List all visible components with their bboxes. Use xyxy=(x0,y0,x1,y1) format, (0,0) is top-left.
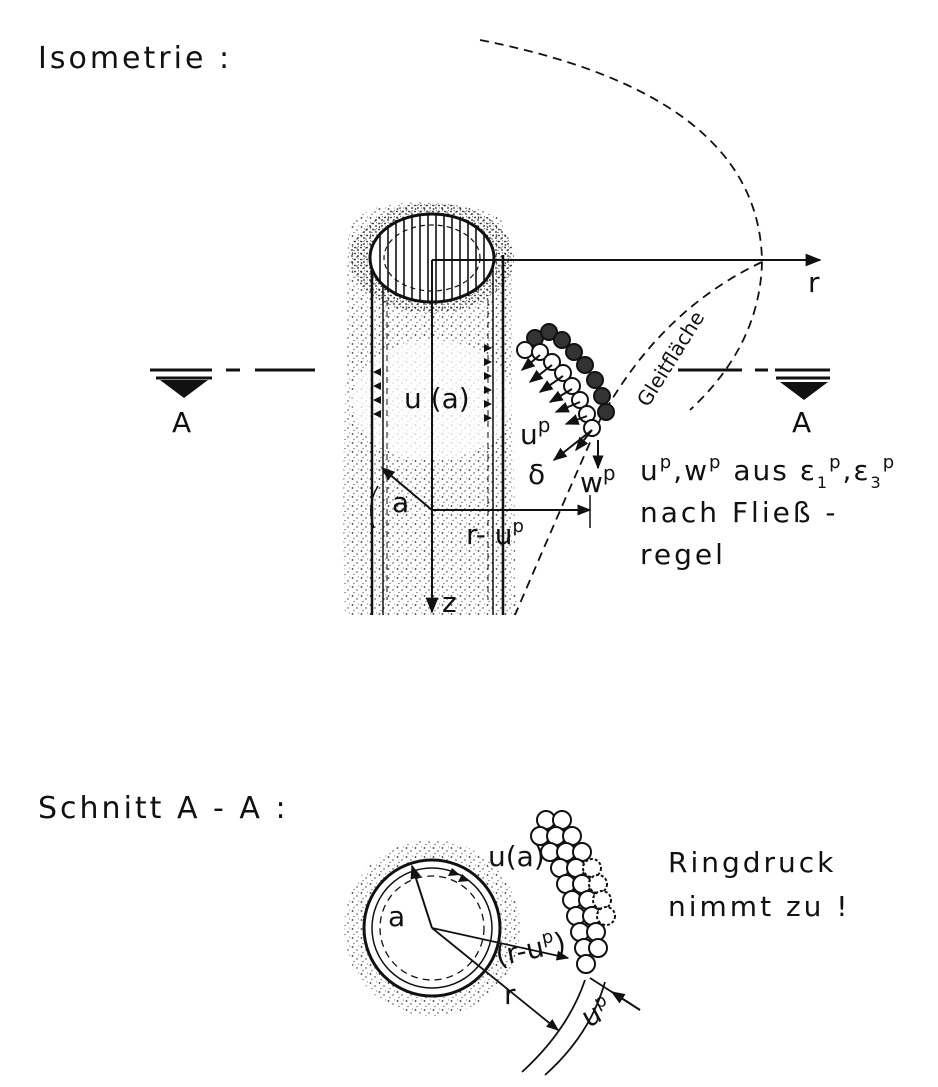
radius-a-arc xyxy=(370,485,379,529)
section-r-minus-up-arrow xyxy=(431,927,570,961)
section-label-up: up xyxy=(575,990,617,1035)
ring-pressure-note-line1: Ringdruck xyxy=(668,846,836,879)
section-pile-dashed xyxy=(379,875,485,981)
flow-rule-note-line1: up,wp aus ε1p,ε3p xyxy=(640,452,896,492)
isometry-heading: Isometrie : xyxy=(38,41,232,76)
section-label-right: A xyxy=(792,406,811,439)
label-delta: δ xyxy=(528,458,545,491)
section-radius-a-arrow xyxy=(410,864,433,929)
section-marker-left: A xyxy=(150,368,315,439)
label-up: up xyxy=(520,413,550,451)
section-r-arrow xyxy=(431,927,559,1031)
radius-a-arrow xyxy=(380,467,433,511)
section-marker-right: A xyxy=(678,368,830,439)
section-wall-arrows xyxy=(448,868,470,882)
label-a: a xyxy=(392,486,409,519)
section-slip-arc-inner xyxy=(544,981,606,1076)
flow-rule-note-line2: nach Fließ - xyxy=(640,496,838,529)
section-up-arrow xyxy=(610,991,641,1011)
particle-chain xyxy=(516,323,615,437)
section-slip-arc-outer xyxy=(521,979,586,1073)
section-particle-chain xyxy=(530,810,616,974)
section-heading: Schnitt A - A : xyxy=(38,791,289,826)
label-ua: u (a) xyxy=(404,382,470,415)
section-label-r: r xyxy=(504,978,516,1011)
section-pile-inner xyxy=(371,867,493,989)
label-r-minus-up: r- up xyxy=(466,516,524,551)
failure-boundary-outer xyxy=(479,39,763,411)
slip-surface xyxy=(514,261,763,616)
ring-pressure-note-line2: nimmt zu ! xyxy=(668,890,851,923)
label-slip-surface: Gleitfläche xyxy=(632,307,709,411)
axis-r-label: r xyxy=(808,266,820,299)
section-label-left: A xyxy=(172,406,191,439)
particle-displacement-arrows xyxy=(520,354,604,470)
label-wp: wp xyxy=(580,461,616,499)
section-label-ua: u(a) xyxy=(488,840,545,873)
flow-rule-note-line3: regel xyxy=(640,538,726,571)
section-figure: a u(a) r (r-up) up Ringdruck nimmt zu ! xyxy=(344,810,851,1076)
section-label-a: a xyxy=(388,900,405,933)
wall-pressure-arrows xyxy=(373,344,492,422)
isometry-figure: r z u (a) a r- up Gleitfläche xyxy=(150,39,896,619)
axis-z-label: z xyxy=(442,586,457,619)
